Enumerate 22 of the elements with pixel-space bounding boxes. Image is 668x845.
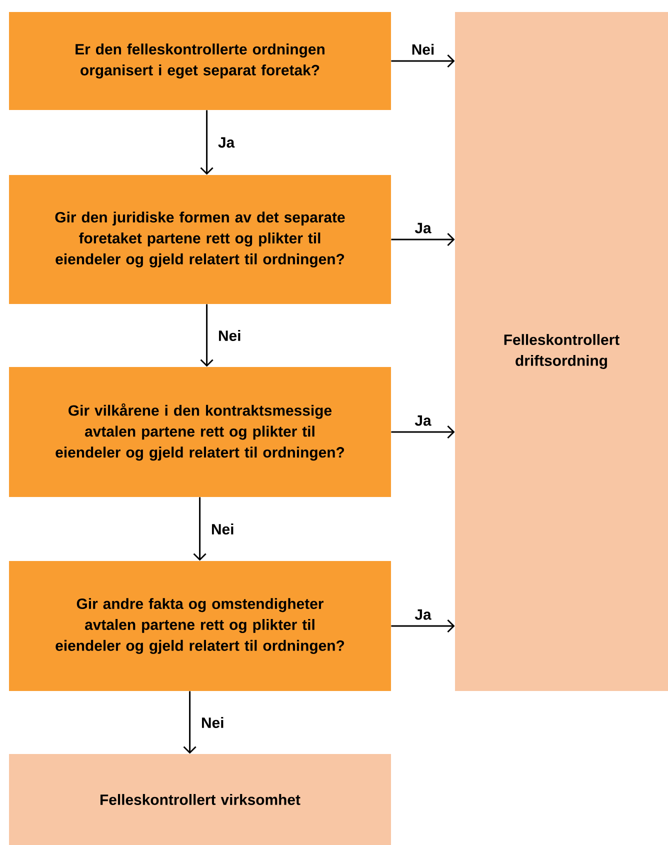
edge-label: Ja bbox=[414, 222, 432, 234]
edge-label: Nei bbox=[210, 522, 236, 536]
question-box: Er den felleskontrollerte ordningen organisert i eget separat foretak? bbox=[9, 12, 391, 110]
question-box: Gir den juridiske formen av det separate foretaket partene rett og plikter til eiendeler og gjeld relatert til ordningen? bbox=[9, 175, 391, 304]
edge-label: Nei bbox=[217, 329, 242, 342]
result-box: Felleskontrollert virksomhet bbox=[9, 754, 391, 845]
edge-label: Ja bbox=[414, 608, 432, 621]
question-box: Gir vilkårene i den kontraktsmessige avtalen partene rett og plikter til eiendeler og gjeld relatert til ordningen? bbox=[9, 367, 391, 497]
arrow bbox=[193, 497, 206, 561]
arrow bbox=[391, 232, 455, 246]
arrow bbox=[391, 425, 455, 439]
result-box: Felleskontrollert driftsordning bbox=[455, 12, 668, 691]
edge-label: Nei bbox=[200, 716, 226, 729]
question-box: Gir andre fakta og omstendigheter avtalen partene rett og plikter til eiendeler og gjeld relatert til ordningen? bbox=[9, 561, 391, 691]
edge-label: Ja bbox=[217, 136, 236, 149]
arrow bbox=[391, 54, 455, 68]
edge-label: Nei bbox=[410, 42, 436, 56]
edge-label: Ja bbox=[414, 414, 432, 427]
arrow bbox=[183, 691, 196, 754]
arrow bbox=[391, 619, 455, 633]
arrow bbox=[200, 304, 214, 367]
arrow bbox=[200, 110, 214, 175]
